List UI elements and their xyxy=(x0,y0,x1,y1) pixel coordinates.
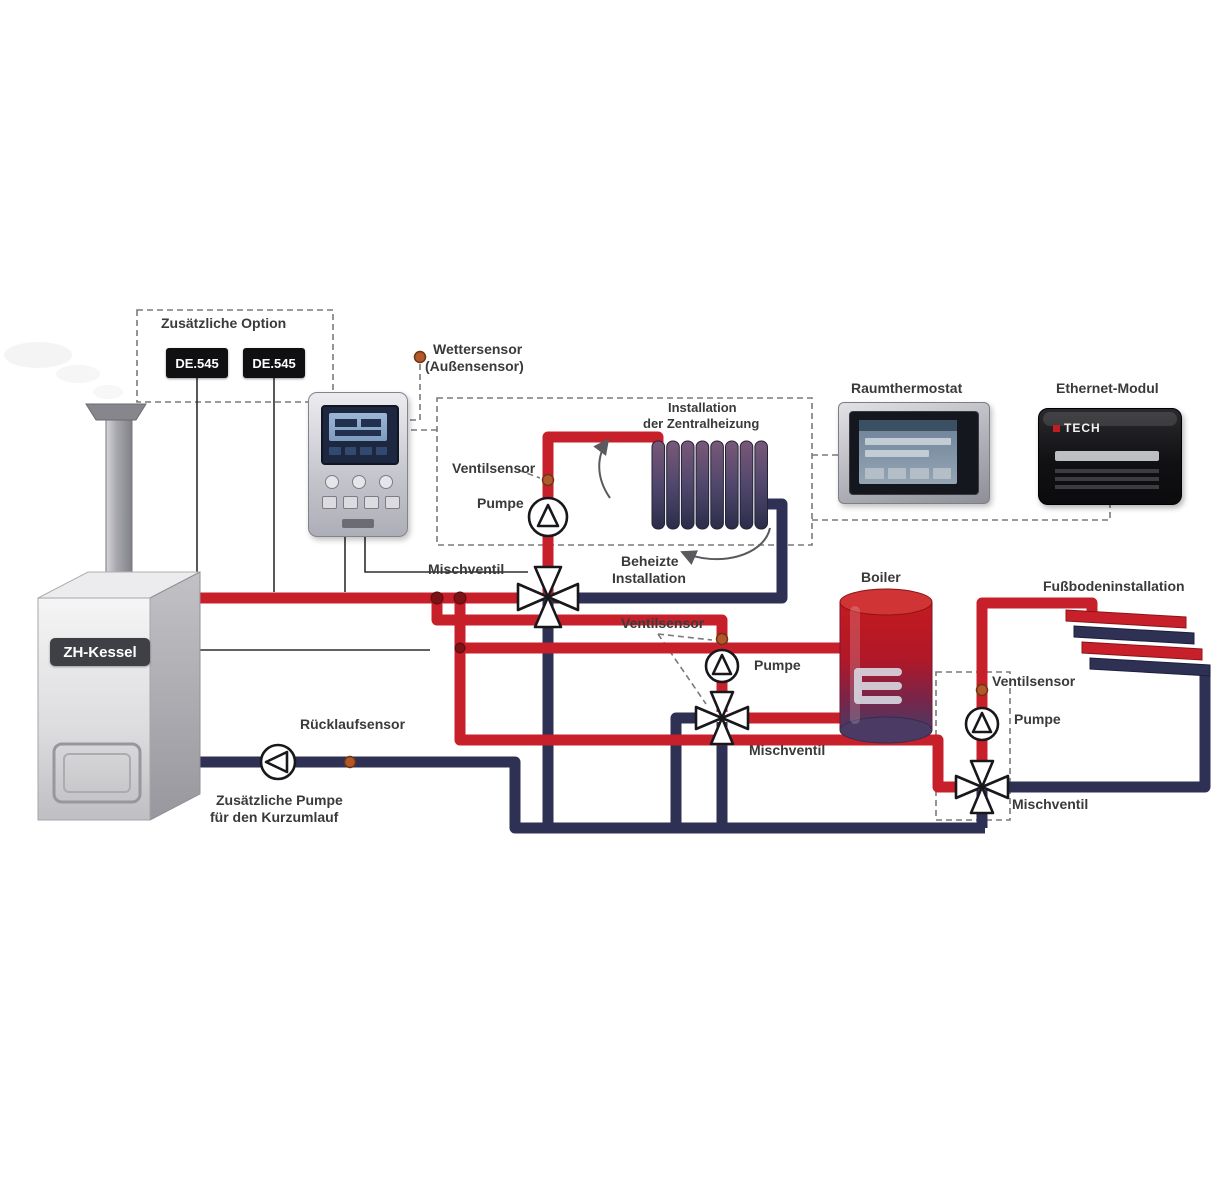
additional-option-box xyxy=(136,309,334,403)
extra-pump-icon xyxy=(259,743,297,781)
label-weather-sensor-1: Wettersensor xyxy=(433,341,523,357)
thermostat-screen xyxy=(849,411,979,495)
solid-fuel-boiler xyxy=(37,403,201,821)
thermostat-display xyxy=(859,420,957,484)
mixing-valve-2-icon xyxy=(694,690,750,746)
label-additional-option: Zusätzliche Option xyxy=(161,315,287,331)
return-sensor-dot xyxy=(343,755,357,769)
label-ethernet-module: Ethernet-Modul xyxy=(1056,380,1159,396)
controller-button[interactable] xyxy=(343,496,358,509)
pipe-valve2-left-return xyxy=(670,712,700,826)
weather-sensor-dot xyxy=(413,350,427,364)
pipe-main-return-bus xyxy=(199,756,985,834)
label-return-sensor: Rücklaufsensor xyxy=(300,716,406,732)
module-de545-2: DE.545 xyxy=(243,348,305,378)
pump-1-icon xyxy=(527,496,569,538)
label-room-thermostat: Raumthermostat xyxy=(851,380,963,396)
label-floor-installation: Fußbodeninstallation xyxy=(1043,578,1185,594)
controller-button[interactable] xyxy=(379,475,393,489)
label-mixing-valve-3: Mischventil xyxy=(1012,796,1089,812)
tank-coil-icon xyxy=(854,668,902,704)
label-heated-installation-2: Installation xyxy=(612,570,686,586)
label-extra-pump-2: für den Kurzumlauf xyxy=(210,809,339,825)
ethernet-brand-text: TECH xyxy=(1064,421,1101,435)
label-ch-installation-2: der Zentralheizung xyxy=(643,416,760,431)
boiler-controller xyxy=(308,392,408,537)
floor-heating-coil xyxy=(1065,609,1211,677)
dhw-tank xyxy=(839,588,933,744)
ethernet-module-device: TECH xyxy=(1038,408,1182,505)
valve-sensor-3-dot xyxy=(975,683,989,697)
label-dhw-boiler: Boiler xyxy=(861,569,901,585)
label-valve-sensor-3: Ventilsensor xyxy=(992,673,1076,689)
return-pipes xyxy=(199,498,1211,834)
boiler-name-badge: ZH-Kessel xyxy=(50,638,150,666)
brand-accent-square xyxy=(1053,424,1060,432)
label-valve-sensor-2: Ventilsensor xyxy=(621,615,705,631)
mixing-valve-3-icon xyxy=(954,759,1010,815)
pump-2-icon xyxy=(704,648,740,684)
floor-valve-group-box xyxy=(935,671,1011,821)
controller-button[interactable] xyxy=(322,496,337,509)
controller-button[interactable] xyxy=(385,496,400,509)
label-mixing-valve-2: Mischventil xyxy=(749,742,826,758)
valve-sensor-1-dot xyxy=(541,473,555,487)
controller-screen xyxy=(321,405,399,465)
ethernet-label-strip xyxy=(1055,451,1159,461)
pipe-radiator-return xyxy=(552,498,788,604)
controller-button[interactable] xyxy=(364,496,379,509)
label-extra-pump-1: Zusätzliche Pumpe xyxy=(216,792,343,808)
smoke xyxy=(4,342,123,399)
pipe-floor-return xyxy=(1006,668,1211,793)
label-pump-2: Pumpe xyxy=(754,657,801,673)
ethernet-brand-logo: TECH xyxy=(1053,421,1101,435)
central-heating-box xyxy=(436,397,813,546)
label-ch-installation-1: Installation xyxy=(668,400,737,415)
label-valve-sensor-1: Ventilsensor xyxy=(452,460,536,476)
label-pump-3: Pumpe xyxy=(1014,711,1061,727)
chimney-cap xyxy=(85,403,147,421)
controller-button[interactable] xyxy=(325,475,339,489)
controller-display xyxy=(329,413,387,441)
pipe-floor-circuit-supply xyxy=(454,596,958,793)
boiler-door xyxy=(52,742,142,804)
chimney xyxy=(105,419,133,577)
sensor-dots xyxy=(343,350,989,769)
valve-sensor-2-dot xyxy=(715,632,729,646)
ethernet-glare xyxy=(1043,412,1177,426)
label-heated-installation-1: Beheizte xyxy=(621,553,679,569)
pump-3-icon xyxy=(964,706,1000,742)
room-thermostat-device xyxy=(838,402,990,504)
flow-arrows xyxy=(593,438,771,565)
controller-logo xyxy=(342,519,374,528)
label-pump-1: Pumpe xyxy=(477,495,524,511)
radiator xyxy=(651,440,769,530)
pipe-floor-supply xyxy=(976,597,1098,764)
label-mixing-valve-1: Mischventil xyxy=(428,561,505,577)
junction-dots xyxy=(430,591,467,654)
mixing-valve-1-icon xyxy=(516,565,580,629)
controller-button[interactable] xyxy=(352,475,366,489)
module-de545-1: DE.545 xyxy=(166,348,228,378)
label-weather-sensor-2: (Außensensor) xyxy=(425,358,524,374)
